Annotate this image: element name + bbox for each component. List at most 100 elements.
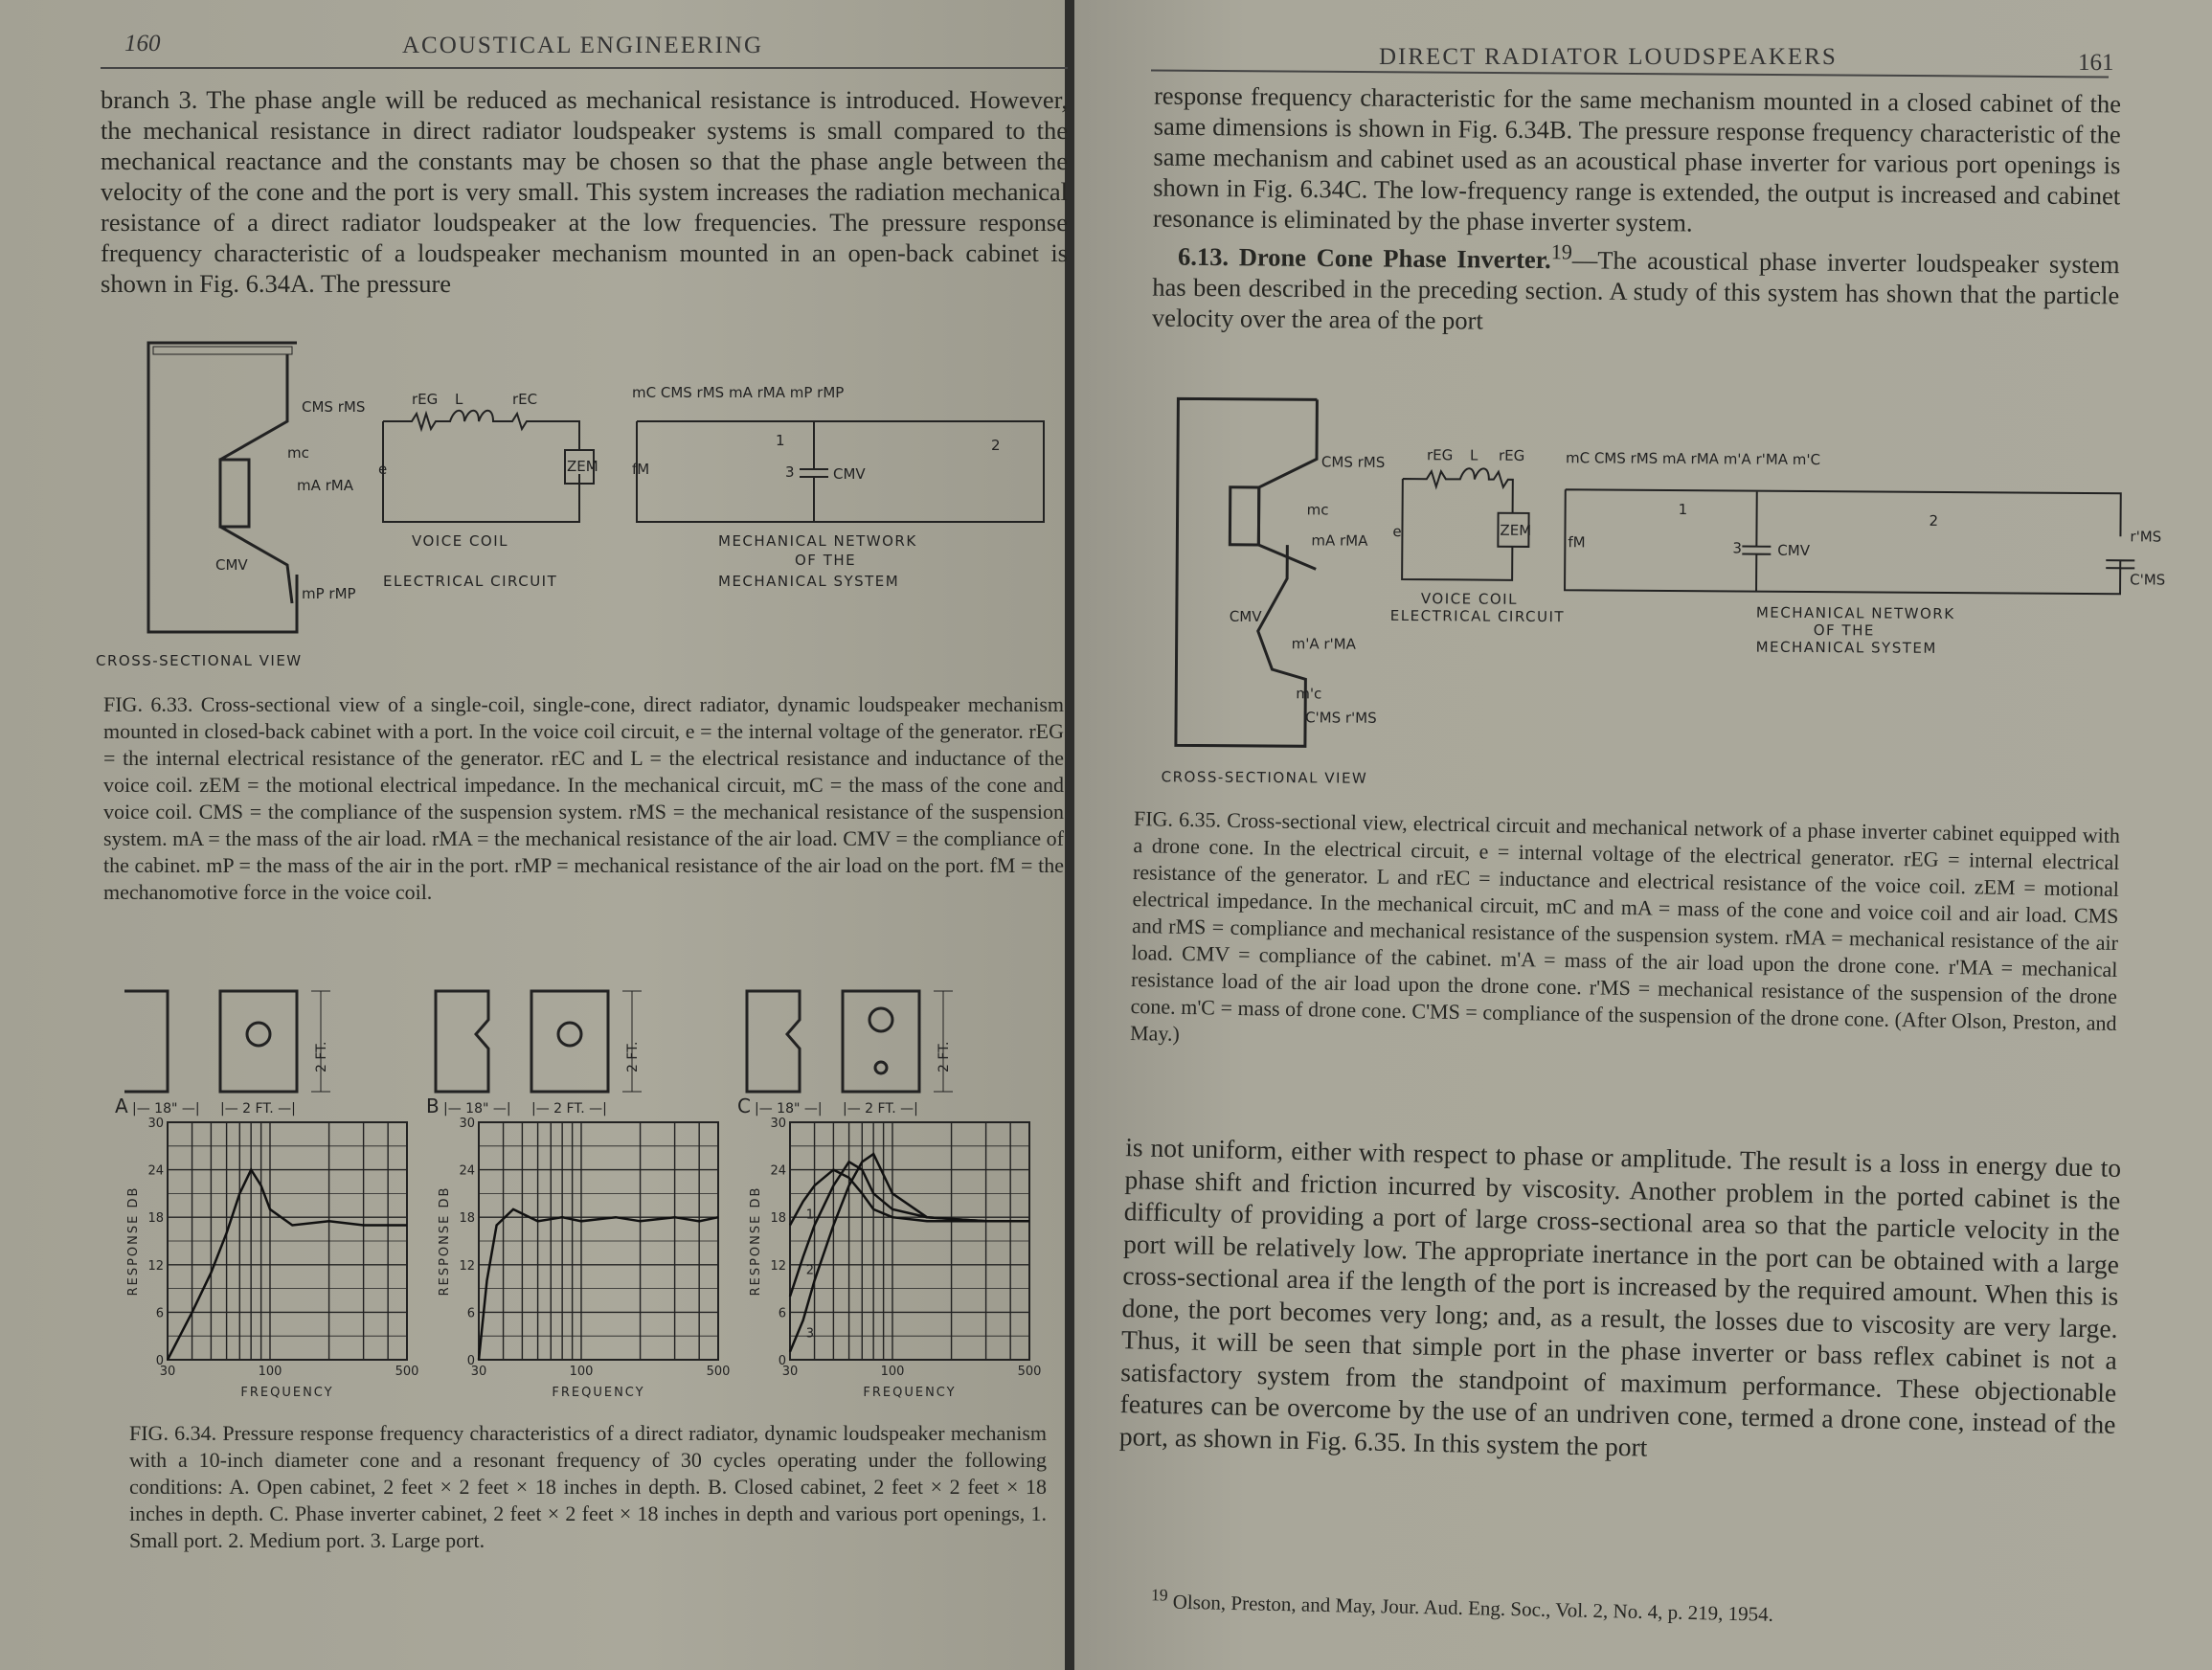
- label: 1: [776, 432, 785, 449]
- label: mc: [287, 444, 309, 462]
- electrical-circuit: [382, 409, 595, 523]
- body-text-top: response frequency characteristic for th…: [1152, 80, 2121, 342]
- depth-dimension: |— 18" —|: [443, 1101, 511, 1117]
- label: rEG: [1499, 447, 1524, 464]
- series-label: 3: [806, 1327, 814, 1342]
- page-number: 161: [2078, 50, 2114, 76]
- footnote-ref: 19: [1550, 239, 1572, 264]
- x-tick-label: 30: [160, 1365, 176, 1379]
- label: CMV: [1230, 608, 1263, 625]
- x-tick-label: 30: [782, 1365, 799, 1379]
- cabinet-cross-section: [1174, 396, 1319, 748]
- footnote: 19 Olson, Preston, and May, Jour. Aud. E…: [1151, 1585, 1774, 1627]
- body-text: branch 3. The phase angle will be reduce…: [101, 85, 1068, 298]
- y-tick-label: 6: [156, 1306, 164, 1320]
- mechanical-network-label: MECHANICAL NETWORK: [1756, 604, 1955, 622]
- y-tick-label: 12: [770, 1259, 786, 1274]
- footnote-text: Olson, Preston, and May, Jour. Aud. Eng.…: [1172, 1590, 1774, 1626]
- y-tick-label: 0: [779, 1354, 786, 1368]
- plot-frame: [478, 1121, 719, 1361]
- mechanical-system-label: MECHANICAL SYSTEM: [1756, 639, 1937, 657]
- mechanical-network-label: MECHANICAL NETWORK: [718, 532, 917, 550]
- y-tick-label: 12: [147, 1259, 164, 1274]
- label: ZEM: [1500, 522, 1531, 539]
- of-the-label: OF THE: [1814, 621, 1875, 639]
- label: r'MS: [2130, 528, 2161, 545]
- figure-6-34-caption: FIG. 6.34. Pressure response frequency c…: [129, 1421, 1047, 1552]
- electrical-circuit: [1401, 467, 1530, 581]
- grid: [789, 1121, 1030, 1361]
- cabinet-sketch: [124, 989, 299, 1094]
- grid: [167, 1121, 408, 1361]
- grid: [478, 1121, 719, 1361]
- section-number: 6.13.: [1177, 241, 1230, 272]
- y-tick-label: 24: [147, 1164, 164, 1179]
- width-dimension: |— 2 FT. —|: [531, 1101, 607, 1117]
- label: 1: [1679, 501, 1688, 518]
- y-tick-label: 18: [770, 1211, 786, 1226]
- of-the-label: OF THE: [795, 552, 856, 569]
- label: e: [1392, 523, 1401, 540]
- height-arrow: [311, 990, 330, 1093]
- height-arrow: [622, 990, 642, 1093]
- x-axis-label: FREQUENCY: [863, 1386, 956, 1400]
- label: e: [378, 461, 387, 478]
- cabinet-sketch: [745, 989, 921, 1094]
- label: C'MS r'MS: [1305, 709, 1377, 727]
- label: m'A r'MA: [1292, 635, 1357, 652]
- paragraph: response frequency characteristic for th…: [1152, 80, 2122, 237]
- label: C'MS: [2130, 571, 2165, 588]
- figure-6-33-diagram: CMS rMS mc mA rMA CMV mP rMP CROSS-SECTI…: [96, 341, 1045, 669]
- left-page: 1 6 0 ACOUSTICAL ENGINEERING branch 3. The…: [0, 0, 1068, 1670]
- right-page: DIRECT RADIATOR LOUDSPEAKERS 161 respons…: [1074, 0, 2212, 1670]
- footnote-mark: 19: [1150, 1585, 1168, 1605]
- label: mA rMA: [1311, 531, 1368, 549]
- figure-6-35-diagram: CMS rMS mc mA rMA CMV m'A r'MA m'c C'MS …: [1162, 396, 2165, 787]
- width-dimension: |— 2 FT. —|: [843, 1101, 918, 1117]
- label: CMV: [215, 556, 248, 574]
- cabinet-cross-section: [147, 341, 299, 634]
- x-axis-label: FREQUENCY: [552, 1386, 644, 1400]
- panel-letter: B: [426, 1095, 440, 1117]
- label: mP rMP: [302, 585, 356, 602]
- series-line-2: [788, 1160, 1029, 1298]
- y-tick-label: 24: [459, 1164, 475, 1179]
- label: mc: [1307, 501, 1329, 518]
- height-dimension: 2 FT.: [625, 1041, 641, 1072]
- series-line-closed-cabinet: [477, 1207, 719, 1361]
- label: mA rMA: [297, 477, 354, 494]
- label: 2: [1929, 512, 1938, 530]
- mechanical-network: [1564, 488, 2135, 596]
- label: 3: [785, 463, 795, 481]
- header-rule: [101, 67, 1068, 69]
- height-dimension: 2 FT.: [937, 1041, 952, 1072]
- figure-6-35-caption: FIG. 6.35. Cross-sectional view, electri…: [1129, 806, 2121, 1046]
- y-tick-label: 30: [459, 1117, 475, 1131]
- section-title: Drone Cone Phase Inverter.: [1238, 242, 1551, 275]
- series-label: 2: [806, 1264, 814, 1278]
- running-head: DIRECT RADIATOR LOUDSPEAKERS: [1379, 44, 1838, 70]
- label: CMS rMS: [302, 398, 365, 416]
- panel-letter: A: [115, 1095, 128, 1117]
- panel-letter: C: [737, 1095, 751, 1117]
- label: mC CMS rMS mA rMA mP rMP: [632, 384, 844, 401]
- y-axis-label: RESPONSE DB: [126, 1186, 141, 1297]
- running-head: ACOUSTICAL ENGINEERING: [402, 33, 764, 58]
- label: L: [455, 391, 463, 408]
- label: CMS rMS: [1321, 453, 1385, 470]
- label: 3: [1732, 539, 1742, 556]
- label: mC CMS rMS mA rMA m'A r'MA m'C: [1566, 449, 1820, 468]
- label: ZEM: [567, 458, 598, 475]
- mechanical-network: [636, 420, 1045, 523]
- series-line-open-cabinet: [166, 1167, 407, 1361]
- height-arrow: [934, 990, 953, 1093]
- y-tick-label: 18: [147, 1211, 164, 1226]
- series-line-1: [788, 1168, 1029, 1227]
- y-tick-label: 6: [467, 1306, 475, 1320]
- label: rEG: [1427, 446, 1453, 463]
- x-tick-label: 500: [707, 1365, 731, 1379]
- electrical-circuit-label: ELECTRICAL CIRCUIT: [383, 573, 557, 590]
- label: m'c: [1296, 685, 1321, 702]
